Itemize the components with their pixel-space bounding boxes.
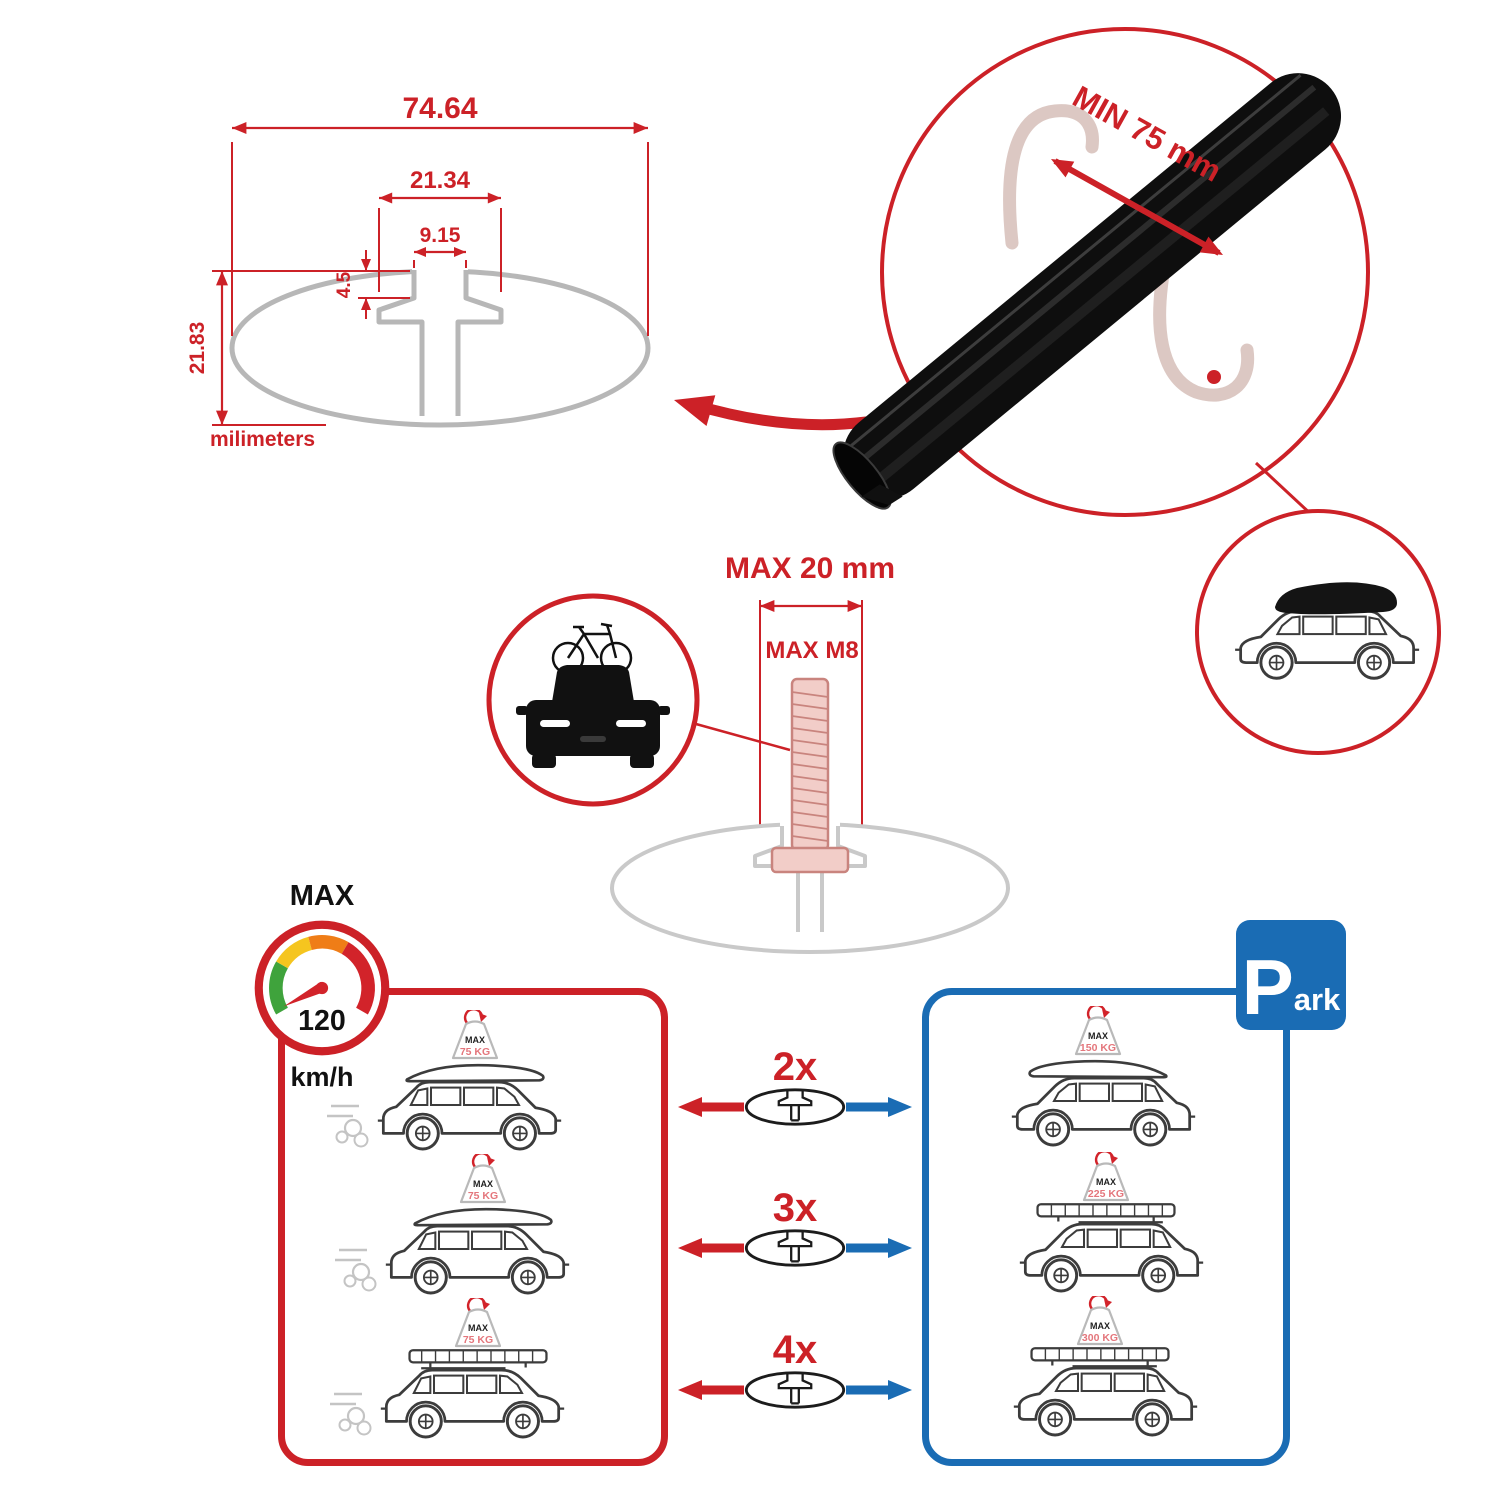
max-thread-label: MAX M8 xyxy=(765,637,858,664)
roof-box-icon xyxy=(413,1207,553,1227)
suv-mirrored xyxy=(1018,1203,1205,1293)
left-car-2: MAX 75 KG xyxy=(335,1154,571,1295)
max-width-label: MAX 20 mm xyxy=(725,552,895,585)
multiplier-label: 4x xyxy=(773,1328,818,1372)
load-value-label: 300 KG xyxy=(1082,1332,1118,1344)
speed-value-label: 120 xyxy=(298,1005,346,1037)
count-row-4x: 4x xyxy=(678,1328,912,1409)
count-row-2x: 2x xyxy=(678,1045,912,1126)
roof-basket-icon xyxy=(1030,1347,1170,1367)
park-sign: P ark xyxy=(1236,920,1346,1030)
total-height-label: 21.83 xyxy=(186,322,209,375)
suv-mirrored xyxy=(1012,1347,1199,1437)
multiplier-label: 3x xyxy=(773,1186,818,1230)
left-car-1: MAX 75 KG xyxy=(327,1010,563,1151)
bike-car-circle xyxy=(486,593,700,807)
clamp-pivot-dot xyxy=(1207,370,1221,384)
park-suffix: ark xyxy=(1293,982,1341,1017)
speedometer-badge: 120 xyxy=(254,920,390,1056)
suv-icon xyxy=(1018,1220,1205,1293)
count-row-3x: 3x xyxy=(678,1186,912,1267)
load-value-label: 75 KG xyxy=(460,1046,490,1058)
left-car-3: MAX 75 KG xyxy=(330,1298,566,1439)
suv-mirrored xyxy=(1010,1059,1197,1147)
total-width-label: 74.64 xyxy=(402,92,477,125)
dim-cavity-width: 21.34 xyxy=(378,167,502,292)
profile-ellipse xyxy=(229,268,651,428)
speed-max-label: MAX xyxy=(289,880,355,912)
cargo-box-icon xyxy=(1275,582,1397,615)
slot-mask xyxy=(412,264,468,275)
crossbar-profile-icon xyxy=(744,1371,846,1409)
roof-box-icon xyxy=(405,1063,545,1083)
profile-dimension-diagram: 74.64 21.34 9.15 4.5 xyxy=(186,92,872,451)
circle-connector-line xyxy=(1254,461,1316,519)
suv-icon xyxy=(376,1078,563,1151)
cavity-width-label: 21.34 xyxy=(410,167,471,194)
exhaust-puffs-icon xyxy=(327,1104,369,1148)
suv-icon xyxy=(384,1222,571,1295)
slot-depth-label: 4.5 xyxy=(334,271,355,298)
load-value-label: 150 KG xyxy=(1080,1042,1116,1054)
exhaust-puffs-icon xyxy=(335,1248,377,1292)
units-label: milimeters xyxy=(210,428,315,451)
suv-icon xyxy=(1012,1364,1199,1437)
load-max-label: MAX xyxy=(1096,1177,1116,1187)
suv-roofbox-circle xyxy=(1195,509,1441,755)
load-value-label: 75 KG xyxy=(468,1190,498,1202)
dim-total-height: 21.83 xyxy=(186,270,406,426)
load-max-label: MAX xyxy=(473,1179,493,1189)
speed-units-label: km/h xyxy=(290,1062,354,1092)
speedometer-gauge: 120 xyxy=(254,920,390,1056)
crossbar-count-column: 2x 3x 4x xyxy=(678,1045,912,1409)
crossbar-profile-icon xyxy=(744,1229,846,1267)
load-max-label: MAX xyxy=(1088,1031,1108,1041)
t-bolt-icon xyxy=(770,677,850,874)
dim-total-width: 74.64 xyxy=(231,92,649,336)
park-letter: P xyxy=(1241,943,1294,1032)
right-car-2: MAX 225 KG xyxy=(1018,1152,1205,1293)
load-value-label: 225 KG xyxy=(1088,1188,1124,1200)
exhaust-puffs-icon xyxy=(330,1392,372,1436)
right-car-1: MAX 150 KG xyxy=(1010,1006,1197,1147)
suv-icon xyxy=(1010,1074,1197,1147)
t-slot-outline xyxy=(376,270,504,416)
suv-icon xyxy=(379,1366,566,1439)
crossbar-profile-icon xyxy=(744,1088,846,1126)
car-front-icon xyxy=(516,665,670,768)
pointer-arrow xyxy=(669,384,872,431)
load-value-label: 75 KG xyxy=(463,1334,493,1346)
roof-basket-icon xyxy=(408,1349,548,1369)
dim-slot-width: 9.15 xyxy=(413,224,467,268)
bolt-spec-diagram: MAX 20 mm MAX M8 xyxy=(486,552,1010,954)
load-max-label: MAX xyxy=(468,1323,488,1333)
multiplier-label: 2x xyxy=(773,1045,818,1089)
gauge-needle xyxy=(283,981,326,1007)
bolt-connector-line xyxy=(695,722,791,752)
bolt-width-dimension xyxy=(759,600,863,826)
load-max-label: MAX xyxy=(1090,1321,1110,1331)
dim-slot-depth: 4.5 xyxy=(334,250,410,319)
slot-width-label: 9.15 xyxy=(420,224,461,247)
crossbar-detail-view: MIN 75 mm xyxy=(832,27,1441,755)
detail-circle xyxy=(880,27,1370,517)
roof-basket-icon xyxy=(1036,1203,1176,1223)
right-car-3: MAX 300 KG xyxy=(1012,1296,1199,1437)
roof-box-icon xyxy=(1028,1059,1168,1079)
load-max-label: MAX xyxy=(465,1035,485,1045)
crossbar-photo xyxy=(832,73,1342,510)
clamp-hooks-ghost xyxy=(1003,104,1255,402)
